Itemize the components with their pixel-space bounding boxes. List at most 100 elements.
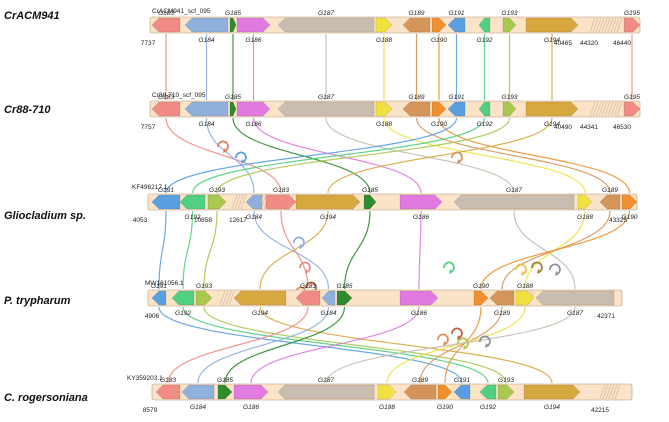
inversion-marker <box>549 263 561 276</box>
coord-label: 42215 <box>591 407 609 414</box>
gene-arrow-g193 <box>497 384 515 400</box>
gene-arrow-g190 <box>437 384 453 400</box>
gene-arrow-g190 <box>431 101 447 117</box>
gene-label: G192 <box>477 121 493 128</box>
synteny-link <box>167 306 309 384</box>
coord-label: 46530 <box>613 124 631 131</box>
synteny-link <box>438 117 631 194</box>
gene-arrow-g185 <box>229 17 237 33</box>
gene-label: G183 <box>158 10 174 17</box>
gene-arrow-g189 <box>402 17 431 33</box>
gene-label: G185 <box>225 94 241 101</box>
gene-label: G187 <box>318 94 334 101</box>
gene-label: G188 <box>376 37 392 44</box>
synteny-link <box>444 306 482 384</box>
gene-arrow-g190 <box>621 194 638 210</box>
gene-tracks: G183G184G185G186G187G188G189G190G191G192… <box>127 8 641 414</box>
inversion-marker <box>451 327 463 340</box>
coord-start: 4906 <box>145 313 160 320</box>
gene-arrow-g191 <box>151 290 167 306</box>
inversion-marker <box>457 337 469 350</box>
gene-arrow-g194 <box>233 290 287 306</box>
gene-label: G187 <box>318 377 334 384</box>
gene-label: G189 <box>494 310 510 317</box>
gene-arrow-g184 <box>184 101 229 117</box>
gene-arrow-g188 <box>375 17 393 33</box>
gap-hatch <box>613 101 620 117</box>
scaffold-id: KY359203.1 <box>127 375 163 382</box>
gene-arrow-g192 <box>179 194 206 210</box>
synteny-link <box>383 117 586 194</box>
gap-hatch <box>601 101 608 117</box>
gene-arrow-g187 <box>277 101 375 117</box>
gene-label: G193 <box>196 283 212 290</box>
coord-label: 10858 <box>194 217 212 224</box>
gene-label: G187 <box>318 10 334 17</box>
gene-label: G186 <box>413 214 429 221</box>
gene-label: G194 <box>320 214 336 221</box>
synteny-link <box>165 117 458 194</box>
synteny-link <box>480 210 631 290</box>
gene-label: G194 <box>544 404 560 411</box>
gene-label: G186 <box>411 310 427 317</box>
gap-hatch <box>592 101 599 117</box>
synteny-link <box>325 306 576 384</box>
gene-label: G185 <box>362 187 378 194</box>
gap-hatch <box>608 384 615 400</box>
gene-arrow-g185 <box>336 290 353 306</box>
coord-start: 7737 <box>141 40 156 47</box>
gene-arrow-g186 <box>236 101 271 117</box>
gap-hatch <box>598 101 605 117</box>
gene-arrow-g183 <box>151 17 181 33</box>
gene-arrow-g191 <box>447 17 466 33</box>
gene-arrow-g185 <box>363 194 377 210</box>
gene-label: G191 <box>454 377 470 384</box>
scaffold-id: CrACM941_scf_095 <box>152 8 211 15</box>
gene-arrow-g192 <box>171 290 195 306</box>
track-4: G191G192G193G194G183G184G185G186G190G189… <box>145 280 623 320</box>
gene-label: G184 <box>321 310 337 317</box>
scaffold-id: KF496217.1 <box>132 184 168 191</box>
coord-label: 12617 <box>229 217 247 224</box>
gene-arrow-g193 <box>502 101 517 117</box>
gene-label: G191 <box>158 187 174 194</box>
synteny-link <box>165 117 282 194</box>
organism-label-2: Cr88-710 <box>4 104 51 116</box>
gap-hatch <box>219 290 226 306</box>
synteny-link <box>259 210 329 290</box>
gene-label: G193 <box>502 10 518 17</box>
gap-hatch <box>592 17 599 33</box>
inversion-marker <box>443 261 455 274</box>
gap-hatch <box>614 384 621 400</box>
synteny-link <box>327 117 553 194</box>
gene-label: G183 <box>160 377 176 384</box>
gap-hatch <box>613 17 620 33</box>
gene-label: G188 <box>379 404 395 411</box>
gap-hatch <box>234 194 241 210</box>
gene-arrow-g184 <box>184 17 229 33</box>
gene-label: G183 <box>273 187 289 194</box>
gap-hatch <box>225 290 232 306</box>
gene-arrow-g188 <box>577 194 593 210</box>
gene-arrow-g187 <box>277 384 375 400</box>
gap-hatch <box>605 384 612 400</box>
organism-label-3: Gliocladium sp. <box>4 210 86 222</box>
coord-start: 7757 <box>141 124 156 131</box>
organism-label-4: P. trypharum <box>4 295 71 307</box>
coord-start: 8579 <box>143 407 158 414</box>
gene-arrow-g193 <box>195 290 213 306</box>
gene-arrow-g183 <box>155 384 181 400</box>
gap-hatch <box>599 384 606 400</box>
gene-label: G186 <box>246 121 262 128</box>
organism-label-1: CrACM941 <box>4 10 60 22</box>
synteny-link <box>419 306 503 384</box>
gene-label: G191 <box>449 10 465 17</box>
inversion-marker <box>299 261 311 274</box>
synteny-link <box>191 117 486 194</box>
gene-arrow-g183 <box>265 194 297 210</box>
gene-label: G186 <box>243 404 259 411</box>
track-5: G183G184G185G186G187G188G189G190G191G192… <box>127 375 633 414</box>
gene-arrow-g188 <box>375 101 393 117</box>
gap-hatch <box>240 194 247 210</box>
